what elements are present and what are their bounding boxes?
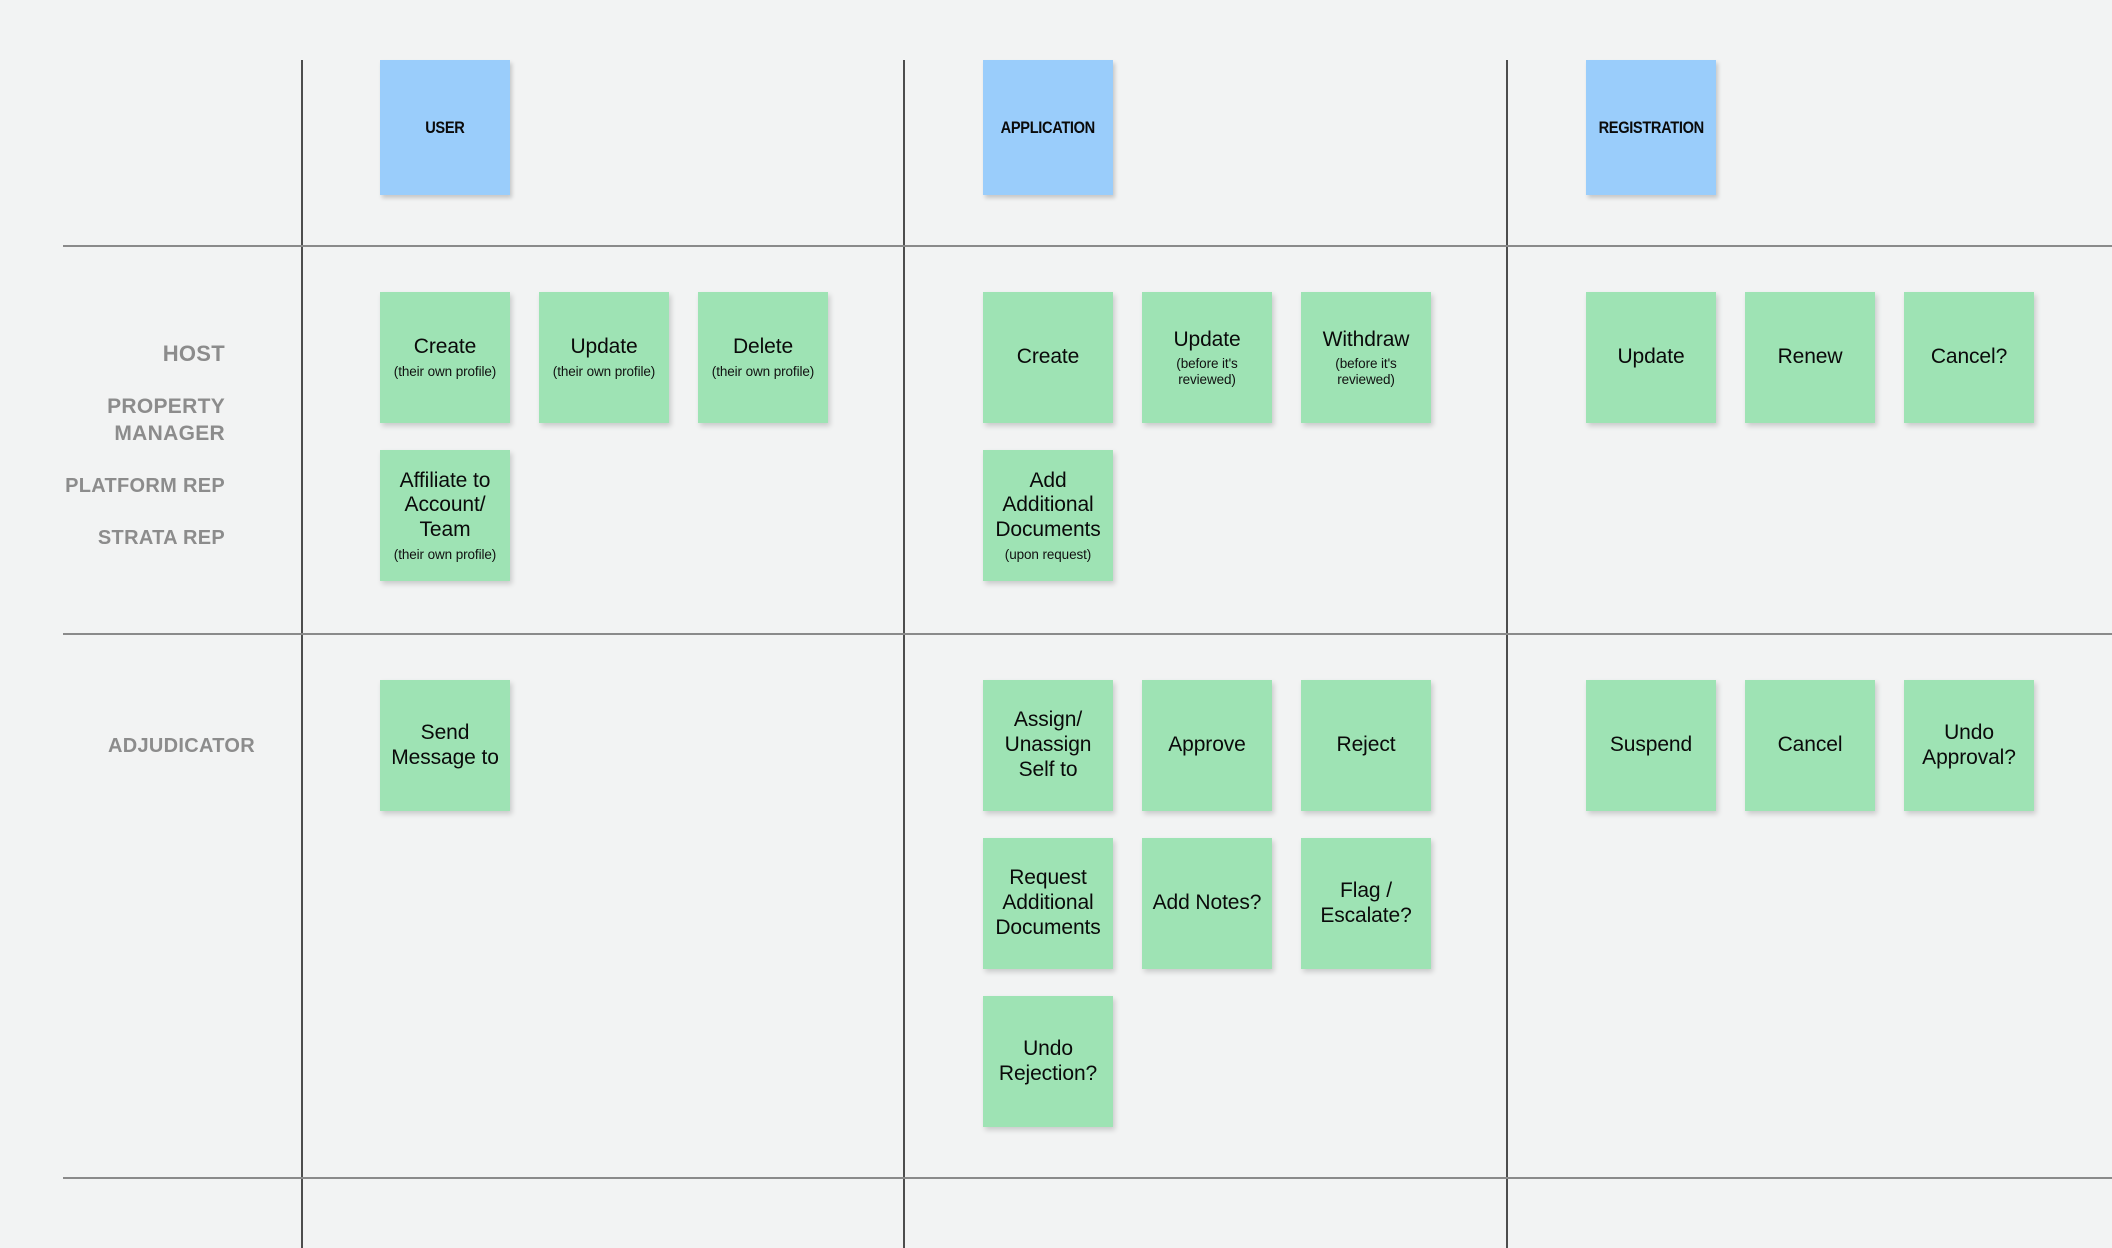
card-app-create[interactable]: Create bbox=[983, 292, 1113, 423]
column-header-label: APPLICATION bbox=[1000, 117, 1096, 137]
card-app-approve[interactable]: Approve bbox=[1142, 680, 1272, 811]
card-app-request-documents[interactable]: Request Additional Documents bbox=[983, 838, 1113, 969]
card-title: Add Notes? bbox=[1152, 891, 1262, 915]
card-user-send-message[interactable]: Send Message to bbox=[380, 680, 510, 811]
column-header-user[interactable]: USER bbox=[380, 60, 510, 195]
card-title: Send Message to bbox=[391, 720, 499, 769]
card-title: Cancel? bbox=[1930, 345, 2008, 369]
card-title: Create bbox=[1016, 345, 1080, 369]
row-label-strata-rep: STRATA REP bbox=[97, 526, 225, 549]
card-subtitle: (upon request) bbox=[1004, 546, 1092, 562]
card-title: Renew bbox=[1777, 345, 1843, 369]
card-reg-undo-approval[interactable]: Undo Approval? bbox=[1904, 680, 2034, 811]
card-subtitle: (their own profile) bbox=[552, 364, 656, 380]
row-label-adjudicator: ADJUDICATOR bbox=[107, 735, 255, 757]
card-reg-suspend[interactable]: Suspend bbox=[1586, 680, 1716, 811]
card-reg-renew[interactable]: Renew bbox=[1745, 292, 1875, 423]
column-divider-application bbox=[903, 60, 905, 1248]
card-title: Update bbox=[570, 335, 638, 359]
card-title: Affiliate to Account/ Team bbox=[399, 468, 491, 542]
card-subtitle: (before it's reviewed) bbox=[1335, 356, 1397, 387]
card-app-add-notes[interactable]: Add Notes? bbox=[1142, 838, 1272, 969]
card-user-update[interactable]: Update (their own profile) bbox=[539, 292, 669, 423]
card-subtitle: (their own profile) bbox=[711, 364, 815, 380]
card-app-undo-rejection[interactable]: Undo Rejection? bbox=[983, 996, 1113, 1127]
row-label-property-manager: PROPERTY MANAGER bbox=[107, 395, 225, 446]
row-divider-host bbox=[63, 633, 2112, 635]
column-header-application[interactable]: APPLICATION bbox=[983, 60, 1113, 195]
card-title: Create bbox=[413, 335, 477, 359]
card-app-assign-unassign[interactable]: Assign/ Unassign Self to bbox=[983, 680, 1113, 811]
row-divider-adjudicator bbox=[63, 1177, 2112, 1179]
card-title: Update bbox=[1173, 327, 1241, 351]
card-app-withdraw[interactable]: Withdraw (before it's reviewed) bbox=[1301, 292, 1431, 423]
card-title: Suspend bbox=[1609, 733, 1693, 757]
card-app-flag-escalate[interactable]: Flag / Escalate? bbox=[1301, 838, 1431, 969]
card-title: Approve bbox=[1168, 733, 1246, 757]
card-title: Flag / Escalate? bbox=[1320, 878, 1412, 927]
card-title: Undo Approval? bbox=[1922, 720, 2016, 769]
row-label-group-host: HOST PROPERTY MANAGER PLATFORM REP STRAT… bbox=[0, 340, 225, 551]
row-divider-header bbox=[63, 245, 2112, 247]
card-subtitle: (their own profile) bbox=[393, 364, 497, 380]
card-title: Request Additional Documents bbox=[995, 866, 1101, 939]
column-header-label: REGISTRATION bbox=[1598, 117, 1704, 137]
card-user-create[interactable]: Create (their own profile) bbox=[380, 292, 510, 423]
card-title: Withdraw bbox=[1322, 327, 1410, 351]
card-reg-cancel[interactable]: Cancel bbox=[1745, 680, 1875, 811]
card-reg-cancel-q[interactable]: Cancel? bbox=[1904, 292, 2034, 423]
card-title: Update bbox=[1617, 345, 1685, 369]
card-title: Undo Rejection? bbox=[998, 1036, 1098, 1085]
card-reg-update[interactable]: Update bbox=[1586, 292, 1716, 423]
card-subtitle: (before it's reviewed) bbox=[1176, 356, 1238, 387]
row-label-platform-rep: PLATFORM REP bbox=[65, 474, 225, 497]
card-app-add-documents[interactable]: Add Additional Documents (upon request) bbox=[983, 450, 1113, 581]
card-subtitle: (their own profile) bbox=[393, 546, 497, 562]
card-title: Reject bbox=[1336, 733, 1396, 757]
column-header-registration[interactable]: REGISTRATION bbox=[1586, 60, 1716, 195]
card-title: Assign/ Unassign Self to bbox=[1004, 708, 1092, 781]
card-app-update[interactable]: Update (before it's reviewed) bbox=[1142, 292, 1272, 423]
column-header-label: USER bbox=[425, 117, 465, 137]
row-label-group-adjudicator: ADJUDICATOR bbox=[0, 734, 255, 760]
row-label-host: HOST bbox=[162, 341, 225, 366]
card-title: Add Additional Documents bbox=[995, 468, 1101, 542]
card-app-reject[interactable]: Reject bbox=[1301, 680, 1431, 811]
card-title: Delete bbox=[732, 335, 794, 359]
column-divider-registration bbox=[1506, 60, 1508, 1248]
column-divider-user bbox=[301, 60, 303, 1248]
card-user-affiliate[interactable]: Affiliate to Account/ Team (their own pro… bbox=[380, 450, 510, 581]
card-title: Cancel bbox=[1777, 733, 1843, 757]
card-user-delete[interactable]: Delete (their own profile) bbox=[698, 292, 828, 423]
